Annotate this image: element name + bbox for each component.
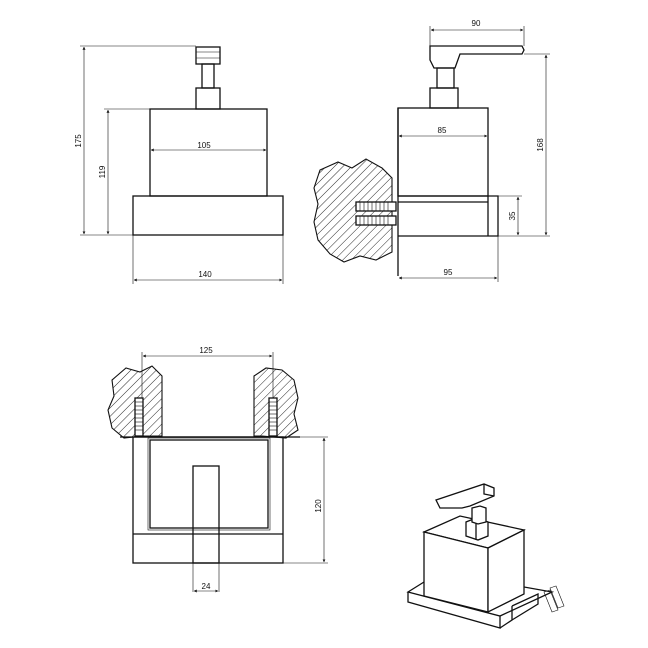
pump-lever <box>429 45 525 69</box>
dim-label-95: 95 <box>444 268 453 277</box>
side-view: 90 85 168 35 95 <box>313 19 550 282</box>
dim-label-24: 24 <box>202 582 211 591</box>
dim-label-140: 140 <box>198 270 212 279</box>
dim-label-90: 90 <box>472 19 481 28</box>
pump-cap <box>195 46 221 65</box>
top-view: 125 120 24 <box>107 346 328 593</box>
top-base <box>132 436 284 564</box>
pump-stem <box>201 63 215 89</box>
side-pump-neck <box>429 87 459 109</box>
iso-container-right <box>487 528 525 614</box>
dim-label-175: 175 <box>74 134 83 148</box>
pump-neck <box>195 87 221 110</box>
iso-base-front <box>407 592 501 629</box>
dim-label-168: 168 <box>536 138 545 152</box>
top-container <box>149 439 269 529</box>
dim-label-35: 35 <box>508 211 517 220</box>
dim-label-85: 85 <box>438 126 447 135</box>
dim-label-125: 125 <box>199 346 213 355</box>
side-pump-stem <box>436 67 455 89</box>
front-base <box>132 195 284 236</box>
dim-label-119: 119 <box>98 165 107 178</box>
front-view: 175 119 105 140 <box>74 45 284 284</box>
dim-label-105: 105 <box>197 141 211 150</box>
isometric-view <box>406 483 565 629</box>
iso-pump-lever <box>435 483 495 509</box>
front-container <box>149 108 268 197</box>
wall-section <box>313 158 393 263</box>
top-nozzle <box>192 465 220 564</box>
side-container <box>397 107 489 197</box>
dim-label-120: 120 <box>314 499 323 513</box>
